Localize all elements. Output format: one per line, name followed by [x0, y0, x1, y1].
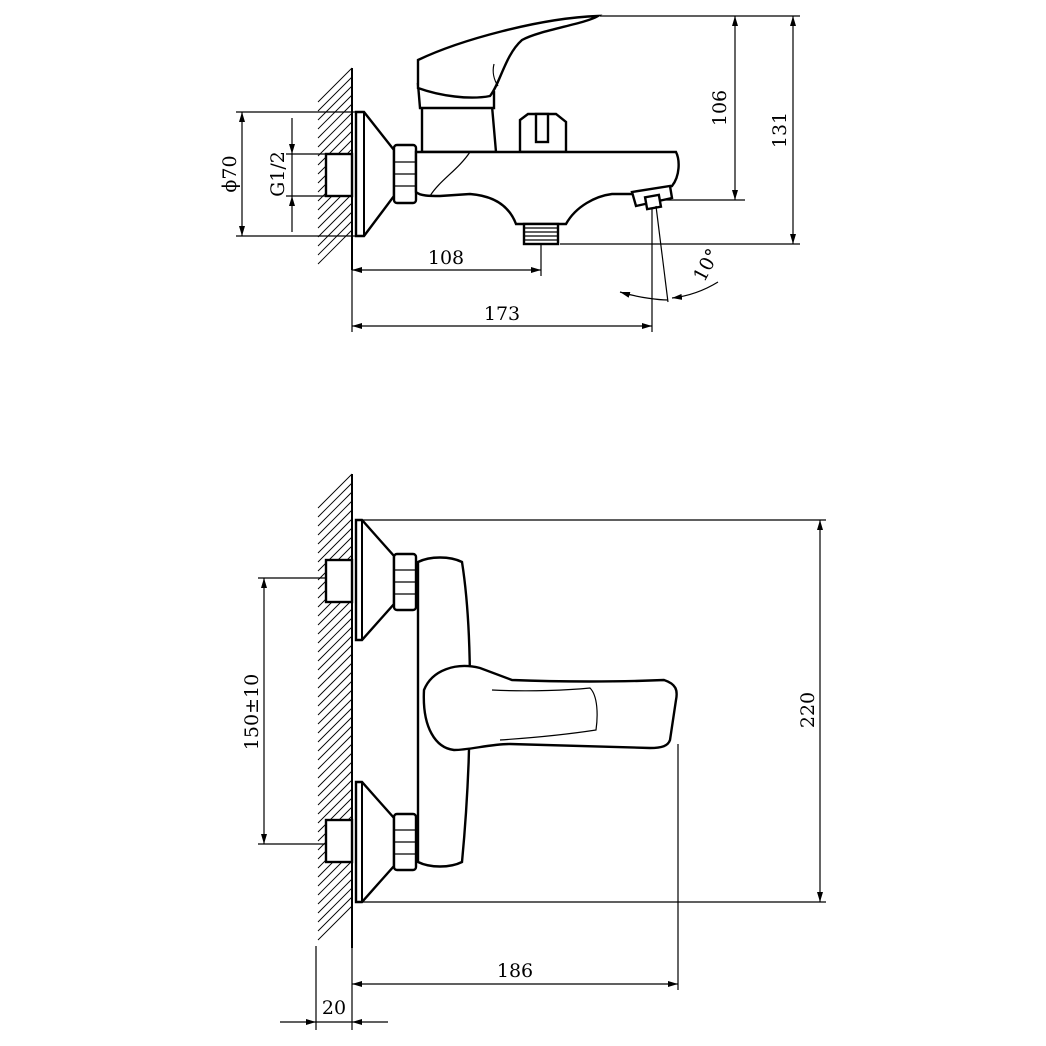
hatch-line	[317, 76, 353, 112]
dimension-220-label: 220	[797, 692, 819, 728]
hatch-line	[317, 716, 353, 752]
hatch-line	[317, 527, 353, 563]
hatch-line	[317, 725, 353, 761]
hatch-line	[317, 644, 353, 680]
hatch-line	[317, 887, 353, 923]
dimension-150: 150±10	[241, 577, 326, 845]
dimension-150-label: 150±10	[241, 674, 263, 750]
hatch-line	[317, 491, 353, 527]
hatch-line	[317, 202, 353, 238]
hatch-line	[317, 617, 353, 653]
hatch-line	[317, 770, 353, 806]
hatch-line	[317, 500, 353, 536]
dimension-173-label: 173	[484, 303, 520, 325]
hatch-line	[317, 653, 353, 689]
eccentric-pipe-upper	[324, 558, 354, 604]
hatch-line	[317, 599, 353, 635]
hatch-line	[317, 761, 353, 797]
hatch-line	[317, 797, 353, 833]
dimension-106: 106	[600, 15, 800, 201]
handle-lever-top	[416, 14, 603, 99]
hex-nut-upper	[392, 552, 418, 612]
dimension-g12-label: G1/2	[267, 151, 289, 197]
dimension-diameter-70-label: ϕ70	[219, 155, 241, 192]
dimension-131: 131	[560, 15, 800, 245]
hex-nut-top	[392, 143, 418, 205]
front-view: 150±10 220 186 20	[241, 473, 826, 1030]
dimension-106-label: 106	[709, 90, 731, 126]
hatch-line	[317, 608, 353, 644]
dimension-diameter-70: ϕ70	[219, 111, 356, 237]
dimension-186-label: 186	[497, 960, 533, 982]
dimension-20: 20	[280, 946, 388, 1030]
hatch-line	[317, 734, 353, 770]
hatch-line	[317, 626, 353, 662]
hatch-line	[317, 211, 353, 247]
hatch-line	[317, 860, 353, 896]
dimension-108-label: 108	[428, 247, 464, 269]
hatch-line	[317, 779, 353, 815]
hatch-line	[317, 671, 353, 707]
hatch-line	[317, 680, 353, 716]
hatch-line	[317, 193, 353, 229]
hatch-line	[317, 85, 353, 121]
wall-hatching-front	[317, 473, 353, 948]
aerator	[630, 184, 674, 211]
hatch-line	[317, 103, 353, 139]
hatch-line	[317, 689, 353, 725]
hatch-line	[317, 743, 353, 779]
hatch-line	[317, 905, 353, 941]
hatch-line	[317, 112, 353, 148]
hatch-line	[317, 878, 353, 914]
hatch-line	[317, 869, 353, 905]
hatch-line	[317, 509, 353, 545]
hatch-line	[317, 67, 353, 103]
hatch-line	[317, 536, 353, 572]
dimension-220: 220	[362, 519, 826, 903]
side-view: 106 131 ϕ70 G1/2 108	[219, 14, 800, 332]
dimension-20-label: 20	[322, 997, 346, 1019]
hatch-line	[317, 482, 353, 518]
hatch-line	[317, 788, 353, 824]
hatch-line	[317, 220, 353, 256]
hatch-line	[317, 698, 353, 734]
dimension-g12: G1/2	[267, 118, 326, 232]
hatch-line	[317, 473, 353, 509]
dimension-108: 108	[351, 244, 542, 332]
hex-nut-lower	[392, 812, 418, 872]
eccentric-pipe-top	[324, 152, 354, 198]
hatch-line	[317, 662, 353, 698]
thread-outlet	[522, 222, 560, 246]
eccentric-pipe-lower	[324, 818, 354, 864]
mixer-body-top	[414, 150, 680, 226]
hatch-line	[317, 635, 353, 671]
hatch-line	[317, 752, 353, 788]
dimension-131-label: 131	[769, 112, 791, 148]
cartridge-housing	[420, 104, 498, 154]
hatch-line	[317, 130, 353, 166]
hatch-line	[317, 121, 353, 157]
dimension-angle-10-label: 10°	[689, 245, 724, 285]
handle-lever-front	[422, 664, 678, 752]
hatch-line	[317, 229, 353, 265]
hatch-line	[317, 896, 353, 932]
hatch-line	[317, 518, 353, 554]
wall-flange-top	[354, 110, 396, 238]
hatch-line	[317, 707, 353, 743]
dimension-173: 173	[352, 208, 653, 332]
dimension-186: 186	[351, 744, 679, 990]
dimension-angle-10: 10°	[619, 205, 724, 303]
